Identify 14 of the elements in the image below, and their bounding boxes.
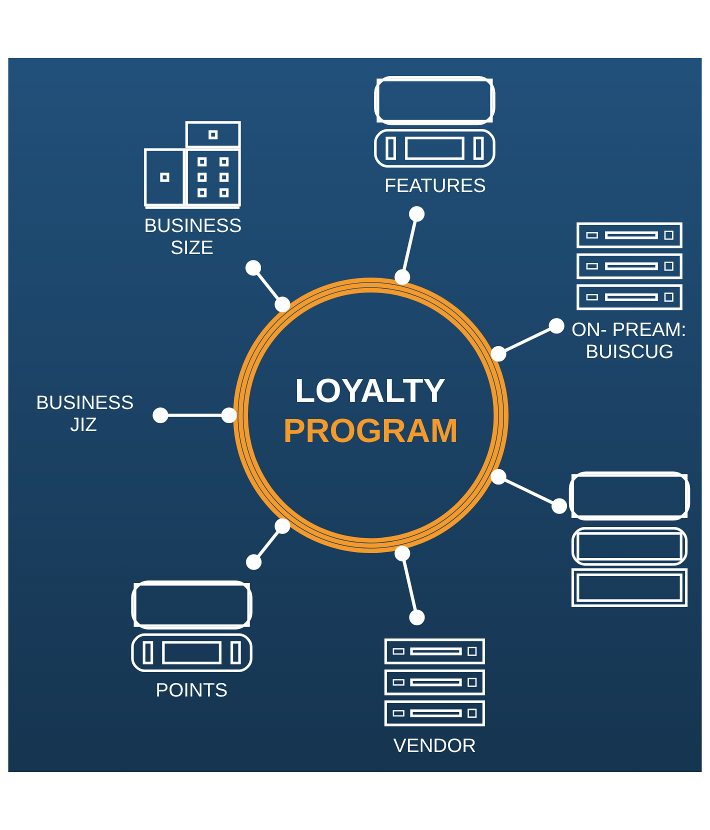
node-label: VENDOR: [393, 735, 476, 758]
connector: [394, 546, 425, 626]
connector: [152, 408, 237, 424]
connector: [245, 260, 290, 312]
node-label: BUSINESS SIZE: [144, 215, 242, 260]
node-label: ON- PREAM: BUISCUG: [571, 318, 686, 363]
connector: [490, 469, 568, 514]
connector: [246, 518, 290, 570]
node-circle: LOYALTY PROGRAM: [233, 278, 509, 554]
node-label: POINTS: [156, 680, 228, 702]
connector: [490, 318, 564, 362]
connector: [394, 206, 425, 285]
node-label: FEATURES: [384, 175, 486, 198]
node-text: BUSINESS JIZ: [36, 392, 134, 436]
